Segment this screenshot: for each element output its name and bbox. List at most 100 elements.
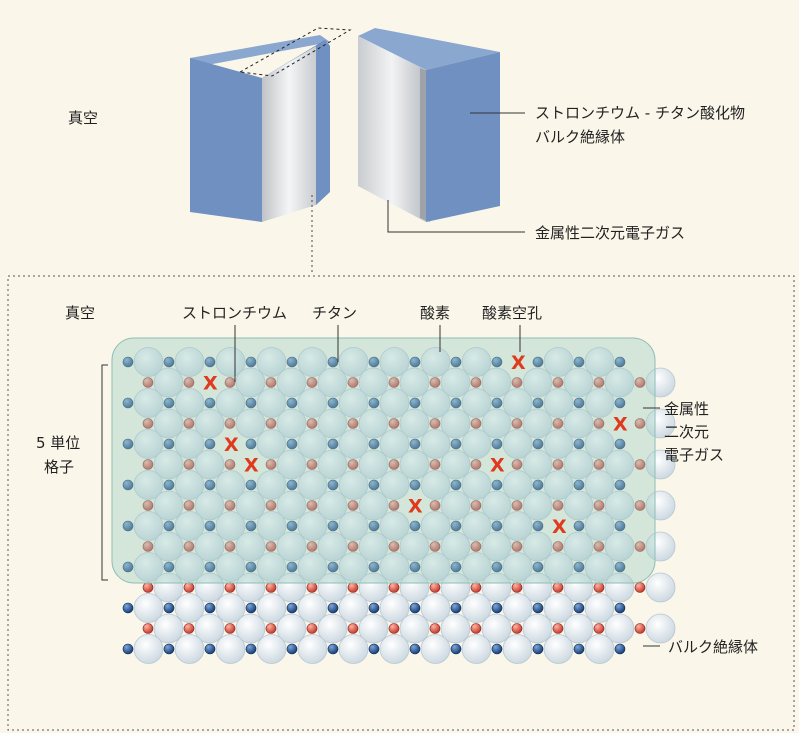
oxygen-atom bbox=[420, 429, 451, 459]
strontium-atom bbox=[224, 459, 236, 470]
metallic-side-label-2: 二次元 bbox=[664, 423, 709, 441]
oxygen-atom bbox=[645, 490, 676, 521]
oxygen-atom bbox=[153, 408, 184, 439]
strontium-atom bbox=[142, 418, 154, 429]
oxygen-atom bbox=[174, 511, 205, 541]
oxygen-atom bbox=[440, 613, 471, 644]
metallic-2deg-leader-top bbox=[387, 200, 525, 233]
strontium-atom bbox=[224, 377, 236, 388]
titanium-atom bbox=[450, 356, 462, 368]
oxygen-atom bbox=[584, 470, 615, 500]
titanium-atom bbox=[245, 397, 257, 409]
titanium-atom bbox=[368, 602, 380, 614]
oxygen-atom bbox=[358, 613, 389, 644]
oxygen-atom bbox=[420, 511, 451, 541]
oxygen-atom bbox=[420, 388, 451, 418]
oxygen-atom bbox=[563, 531, 594, 562]
titanium-atom bbox=[573, 356, 585, 368]
oxygen-atom bbox=[502, 511, 533, 541]
oxygen-atom bbox=[440, 572, 471, 603]
oxygen-atom bbox=[440, 449, 471, 480]
strontium-atom bbox=[470, 623, 482, 634]
oxygen-atom bbox=[174, 552, 205, 582]
oxygen-atom bbox=[338, 511, 369, 541]
oxygen-atom bbox=[194, 531, 225, 562]
oxygen-atom bbox=[153, 572, 184, 603]
strontium-atom bbox=[347, 418, 359, 429]
oxygen-atom bbox=[317, 367, 348, 398]
oxygen-atom bbox=[276, 531, 307, 562]
strontium-atom bbox=[388, 377, 400, 388]
oxygen-atom bbox=[399, 613, 430, 644]
titanium-atom bbox=[450, 438, 462, 450]
oxygen-atom bbox=[194, 613, 225, 644]
strontium-atom bbox=[347, 541, 359, 552]
oxygen-atom bbox=[604, 449, 635, 480]
oxygen-atom bbox=[604, 531, 635, 562]
vacuum-label-top: 真空 bbox=[68, 109, 98, 127]
oxygen-atom bbox=[399, 449, 430, 480]
oxygen-atom bbox=[215, 634, 246, 664]
oxygen-atom bbox=[645, 531, 676, 562]
oxygen-atom bbox=[645, 449, 676, 480]
strontium-atom bbox=[142, 582, 154, 593]
oxygen-atom bbox=[604, 613, 635, 644]
oxygen-atom bbox=[153, 449, 184, 480]
oxygen-vacancy-marker: X bbox=[408, 496, 423, 518]
titanium-atom bbox=[122, 520, 134, 532]
oxygen-atom bbox=[215, 388, 246, 418]
oxygen-atom bbox=[461, 429, 492, 459]
oxygen-atom bbox=[543, 347, 574, 377]
titanium-atom bbox=[245, 438, 257, 450]
oxygen-atom bbox=[174, 347, 205, 377]
oxygen-atom bbox=[584, 511, 615, 541]
titanium-atom bbox=[491, 356, 503, 368]
titanium-atom bbox=[532, 356, 544, 368]
oxygen-atom bbox=[563, 408, 594, 439]
titanium-atom bbox=[614, 602, 626, 614]
oxygen-atom bbox=[153, 367, 184, 398]
strontium-label: ストロンチウム bbox=[182, 304, 287, 322]
oxygen-atom bbox=[604, 572, 635, 603]
titanium-atom bbox=[409, 643, 421, 655]
metallic-side-label-1: 金属性 bbox=[664, 400, 709, 418]
strontium-atom bbox=[593, 459, 605, 470]
oxygen-atom bbox=[440, 490, 471, 521]
titanium-atom bbox=[491, 438, 503, 450]
strontium-atom bbox=[634, 500, 646, 511]
strontium-atom bbox=[388, 582, 400, 593]
oxygen-atom bbox=[358, 531, 389, 562]
titanium-atom bbox=[368, 356, 380, 368]
titanium-atom bbox=[204, 602, 216, 614]
titanium-atom bbox=[614, 561, 626, 573]
lattice-row bbox=[122, 388, 626, 418]
oxygen-vacancy-label: 酸素空孔 bbox=[482, 304, 542, 322]
titanium-atom bbox=[409, 602, 421, 614]
oxygen-atom bbox=[461, 634, 492, 664]
strontium-atom bbox=[265, 459, 277, 470]
oxygen-atom bbox=[256, 634, 287, 664]
oxygen-atom bbox=[440, 367, 471, 398]
titanium-atom bbox=[204, 438, 216, 450]
titanium-atom bbox=[573, 397, 585, 409]
titanium-atom bbox=[163, 479, 175, 491]
oxygen-vacancy-marker: X bbox=[203, 373, 218, 395]
oxygen-atom bbox=[297, 429, 328, 459]
strontium-atom bbox=[634, 418, 646, 429]
strontium-atom bbox=[224, 500, 236, 511]
strontium-atom bbox=[183, 459, 195, 470]
cleavage-plane-outline bbox=[238, 27, 352, 77]
oxygen-atom bbox=[358, 367, 389, 398]
oxygen-atom bbox=[276, 408, 307, 439]
strontium-atom bbox=[429, 377, 441, 388]
oxygen-atom bbox=[358, 490, 389, 521]
oxygen-atom bbox=[174, 593, 205, 623]
strontium-atom bbox=[265, 500, 277, 511]
strontium-atom bbox=[593, 377, 605, 388]
titanium-atom bbox=[491, 643, 503, 655]
bulk-insulator-side-label: バルク絶縁体 bbox=[668, 638, 758, 656]
metallic-2deg-label-top: 金属性二次元電子ガス bbox=[535, 224, 685, 242]
titanium-atom bbox=[368, 397, 380, 409]
